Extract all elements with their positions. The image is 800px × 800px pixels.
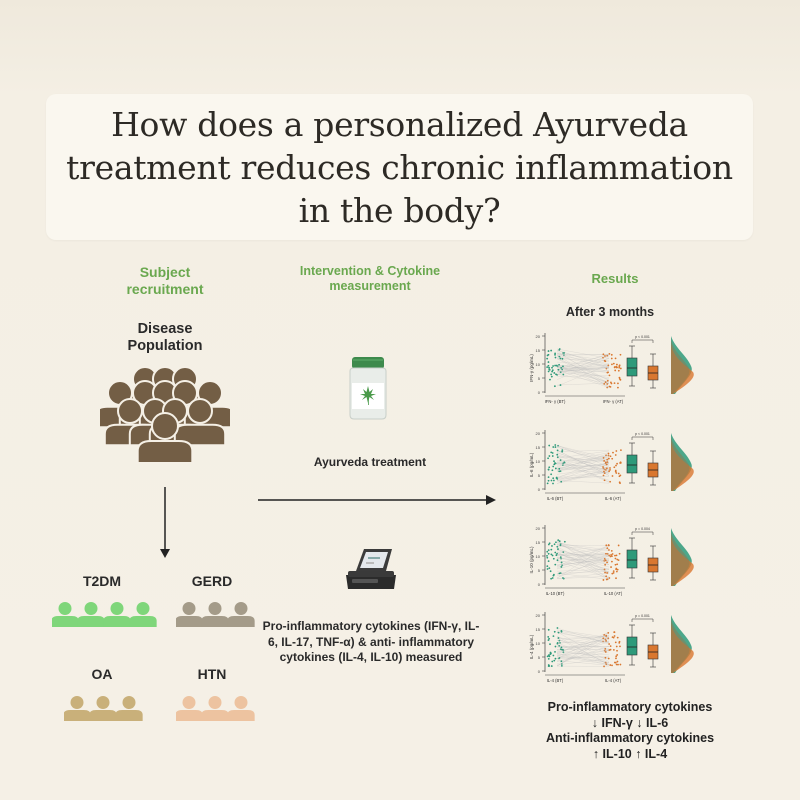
x-label-before: IL-6 (BT): [547, 496, 564, 501]
oa-people-icon: [64, 696, 143, 722]
y-tick-label: 0: [538, 390, 541, 395]
treatment-label: Ayurveda treatment: [313, 455, 427, 469]
y-tick-label: 10: [536, 459, 541, 464]
y-tick-label: 5: [538, 568, 541, 573]
x-label-before: IFN- γ (BT): [545, 399, 566, 404]
x-label-after: IL-6 (AT): [605, 496, 622, 501]
y-tick-label: 20: [536, 613, 541, 618]
y-tick-label: 0: [538, 487, 541, 492]
y-tick-label: 15: [536, 540, 541, 545]
p-value-label: p < 0.001: [635, 335, 650, 339]
y-tick-label: 15: [536, 627, 541, 632]
y-tick-label: 0: [538, 669, 541, 674]
y-tick-label: 20: [536, 526, 541, 531]
x-label-after: IFN- γ (AT): [603, 399, 624, 404]
y-tick-label: 15: [536, 445, 541, 450]
population-crowd-icon: [100, 366, 230, 465]
y-tick-label: 5: [538, 473, 541, 478]
after-months-label: After 3 months: [565, 305, 655, 319]
page-title: How does a personalized Ayurveda treatme…: [66, 104, 733, 230]
y-tick-label: 0: [538, 582, 541, 587]
gerd-people-icon: [176, 602, 255, 628]
x-label-before: IL-10 (BT): [546, 591, 565, 596]
x-label-after: IL-4 (AT): [605, 678, 622, 683]
y-tick-label: 5: [538, 655, 541, 660]
arrow-down-icon: [160, 487, 170, 558]
y-axis-label: IL-4 (pg/mL): [529, 634, 534, 659]
summary-pro-label: Pro-inflammatory cytokines: [547, 700, 713, 714]
group-label-t2dm: T2DM: [82, 573, 122, 589]
medicine-bottle-icon: [349, 357, 387, 420]
p-value-label: p < 0.001: [635, 432, 650, 436]
arrow-right-icon: [258, 495, 496, 505]
y-axis-label: IFN-γ (pg/mL): [529, 354, 534, 382]
section-recruitment: Subject recruitment: [126, 264, 204, 297]
group-label-gerd: GERD: [191, 573, 233, 589]
p-value-label: p = 0.001: [635, 614, 650, 618]
y-tick-label: 10: [536, 362, 541, 367]
x-label-after: IL-10 (AT): [604, 591, 623, 596]
group-label-htn: HTN: [197, 666, 227, 682]
y-axis-label: IL-10 (pg/mL): [529, 546, 534, 574]
summary-anti-changes: ↑ IL-10 ↑ IL-4: [592, 746, 668, 761]
cytokine-analyzer-icon: [346, 549, 396, 589]
result-chart-3: 20 15 10 5 0 IL-10 (pg/mL) IL-10 (BT) IL-10 (AT…: [529, 525, 694, 596]
t2dm-people-icon: [52, 602, 157, 628]
measurement-label: Pro-inflammatory cytokines (IFN-γ, IL-6,…: [262, 619, 480, 664]
section-intervention: Intervention & Cytokine measurement: [299, 264, 441, 293]
y-tick-label: 5: [538, 376, 541, 381]
section-results: Results: [591, 271, 639, 286]
summary-anti-label: Anti-inflammatory cytokines: [545, 731, 715, 745]
result-chart-1: 20 15 10 5 0 IFN-γ (pg/mL) IFN- γ (BT) IFN- γ (…: [529, 333, 694, 404]
p-value-label: p = 0.004: [635, 527, 650, 531]
population-label: Disease Population: [127, 321, 203, 354]
result-chart-4: 20 15 10 5 0 IL-4 (pg/mL) IL-4 (BT) IL-4 (AT) p …: [529, 612, 694, 683]
result-chart-2: 20 15 10 5 0 IL-6 (pg/mL) IL-6 (BT) IL-6 (AT) p …: [529, 430, 694, 501]
y-tick-label: 20: [536, 334, 541, 339]
y-tick-label: 20: [536, 431, 541, 436]
y-tick-label: 15: [536, 348, 541, 353]
x-label-before: IL-4 (BT): [547, 678, 564, 683]
y-axis-label: IL-6 (pg/mL): [529, 452, 534, 477]
results-summary: Pro-inflammatory cytokines ↓ IFN-γ ↓ IL-…: [510, 700, 750, 762]
title-box: How does a personalized Ayurveda treatme…: [46, 94, 753, 240]
group-label-oa: OA: [91, 666, 113, 682]
htn-people-icon: [176, 696, 255, 722]
y-tick-label: 10: [536, 641, 541, 646]
summary-pro-changes: ↓ IFN-γ ↓ IL-6: [591, 715, 669, 730]
y-tick-label: 10: [536, 554, 541, 559]
